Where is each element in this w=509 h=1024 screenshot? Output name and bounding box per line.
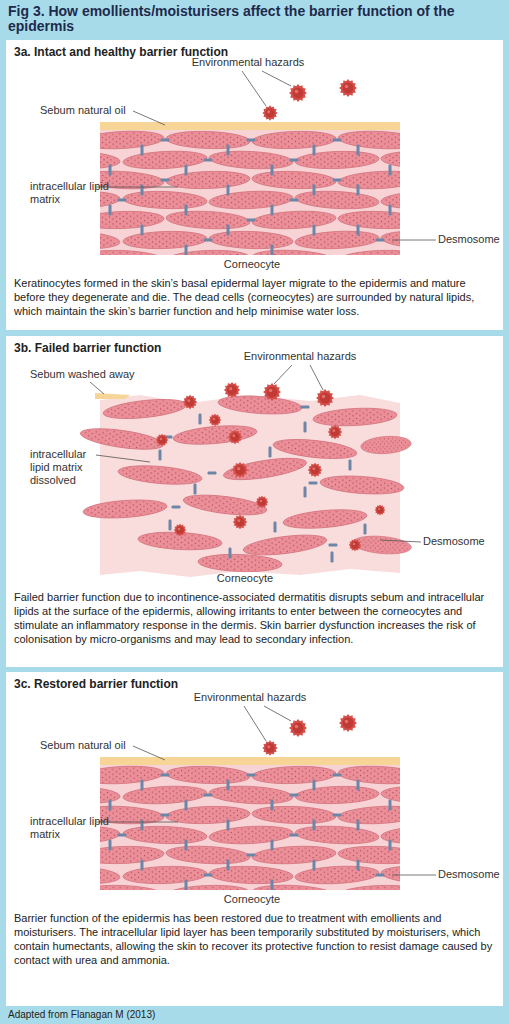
- panel-heading: 3c. Restored barrier function: [14, 677, 494, 691]
- lipid-label: intracellular lipid matrix: [30, 815, 110, 841]
- lipid-label: intracellular lipid matrix: [30, 180, 110, 206]
- hazard-label: Environmental hazards: [194, 691, 307, 704]
- panel-description: Failed barrier function due to incontine…: [14, 590, 496, 646]
- panel-description: Barrier function of the epidermis has be…: [14, 911, 496, 967]
- figure-panel: 3c. Restored barrier functionBarrier fun…: [6, 672, 503, 1006]
- corneocyte-label: Corneocyte: [224, 258, 280, 271]
- sebum-label: Sebum natural oil: [40, 739, 126, 752]
- desmosome-label: Desmosome: [438, 233, 500, 246]
- hazard-label: Environmental hazards: [192, 56, 305, 69]
- figure-panel: 3b. Failed barrier functionFailed barrie…: [6, 336, 503, 667]
- sebum-label: Sebum natural oil: [40, 104, 126, 117]
- source-caption: Adapted from Flanagan M (2013): [8, 1009, 155, 1021]
- hazard-label: Environmental hazards: [244, 350, 357, 363]
- lipid-label: intracellular lipid matrix dissolved: [30, 448, 108, 487]
- corneocyte-label: Corneocyte: [217, 572, 273, 585]
- panel-description: Keratinocytes formed in the skin’s basal…: [14, 276, 496, 318]
- desmosome-label: Desmosome: [423, 535, 485, 548]
- corneocyte-label: Corneocyte: [224, 893, 280, 906]
- desmosome-label: Desmosome: [438, 868, 500, 881]
- sebum-label: Sebum washed away: [30, 368, 135, 381]
- figure-title: Fig 3. How emollients/moisturisers affec…: [8, 4, 478, 34]
